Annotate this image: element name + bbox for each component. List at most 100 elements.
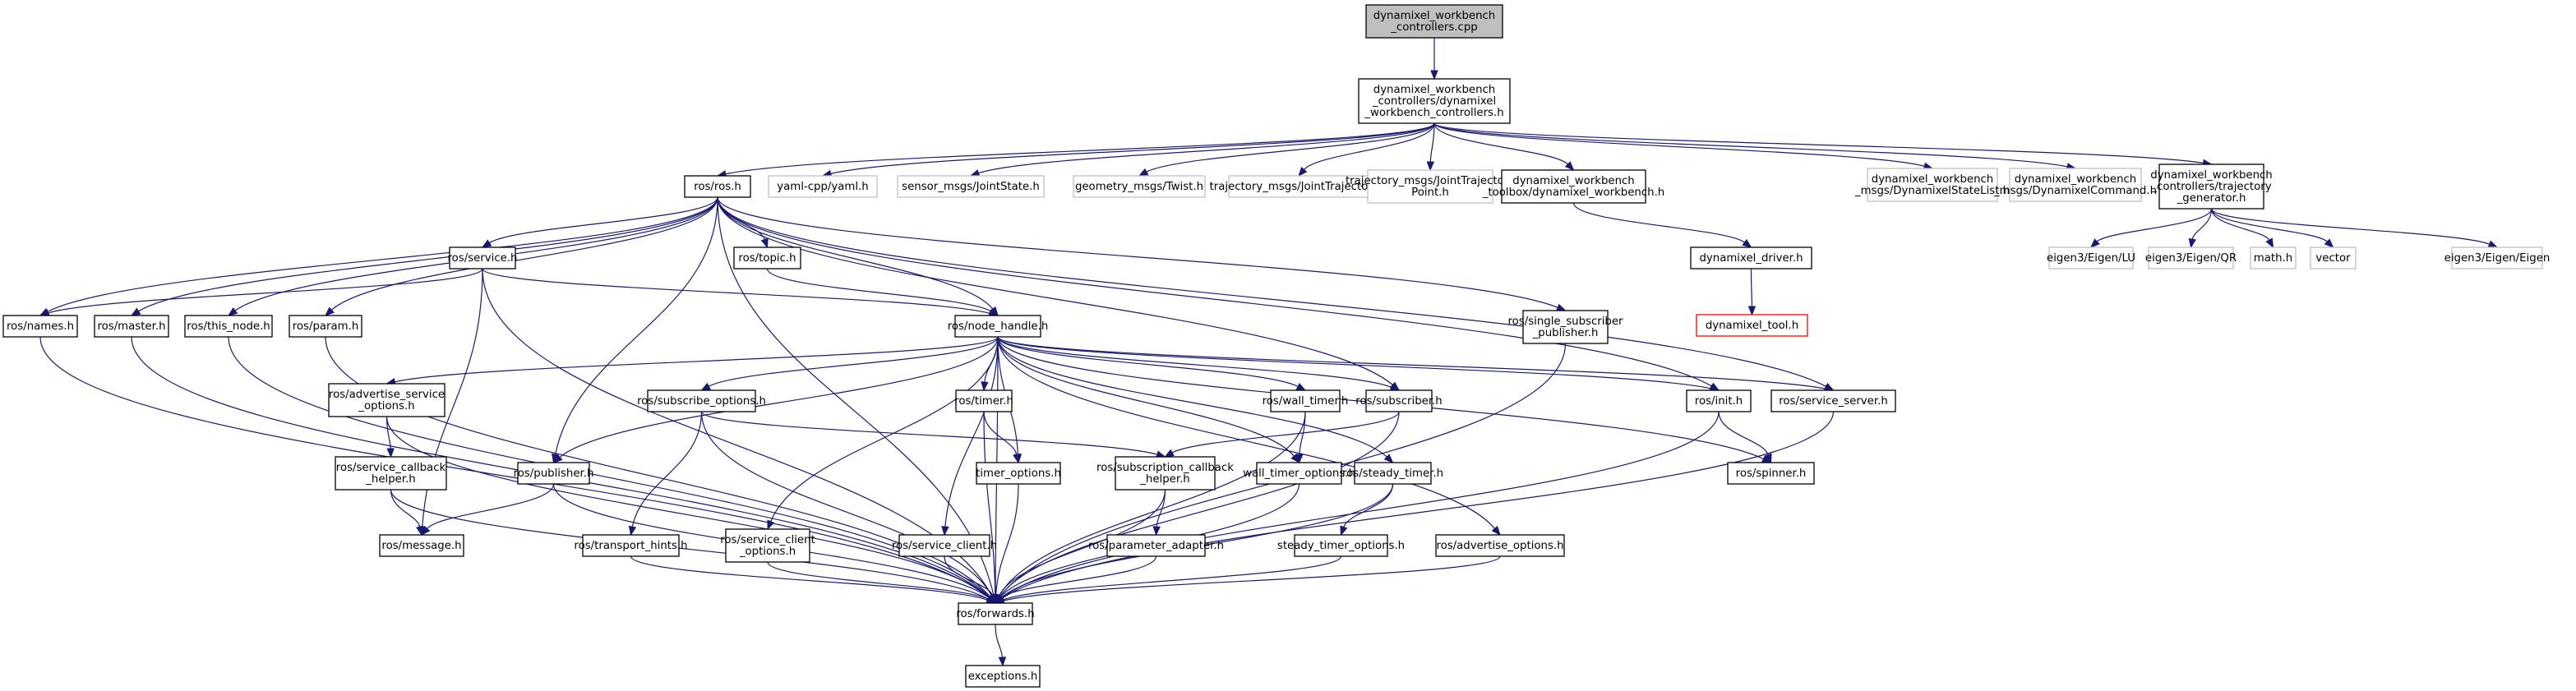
arrowhead [1491,525,1501,537]
arrowhead [1564,161,1575,171]
node-label: ros/service_callback [336,462,446,474]
arrowhead [988,307,999,316]
node-box [954,315,1041,338]
node-tool[interactable]: dynamixel_tool.h [1696,314,1808,337]
arrowhead [386,448,395,458]
node-steadyopts[interactable]: steady_timer_options.h [1277,534,1405,557]
node-box [1073,175,1206,198]
node-box [449,246,516,269]
edge-nodehandle-to-subopts [700,336,999,391]
node-driver[interactable]: dynamixel_driver.h [1690,246,1812,269]
node-box [1365,4,1503,39]
arrowhead [1138,168,1149,177]
node-box [733,246,801,269]
node-thisnode[interactable]: ros/this_node.h [184,315,273,338]
arrowhead [700,382,711,391]
node-label: ros/service_server.h [1779,395,1888,408]
node-box [1501,169,1646,204]
node-label: steady_timer_options.h [1277,540,1405,552]
node-label: dynamixel_workbench [2150,169,2272,182]
node-label: ros/publisher.h [514,468,594,480]
node-subscriber[interactable]: ros/subscriber.h [1355,389,1443,412]
edge-trajgen-to-lu [2090,208,2213,248]
node-label: timer_options.h [976,468,1061,480]
node-label: sensor_msgs/JointState.h [902,181,1040,193]
node-topic[interactable]: ros/topic.h [733,246,801,269]
node-trajgen[interactable]: dynamixel_workbench_controllers/trajecto… [2150,164,2273,210]
node-dwc_h[interactable]: dynamixel_workbench_controllers/dynamixe… [1358,78,1511,124]
node-advopts[interactable]: ros/advertise_options.h [1435,534,1565,557]
node-label: ros/node_handle.h [948,320,1049,333]
node-box [1727,462,1815,485]
edge-steadytimer-to-steadyopts [1340,483,1394,537]
node-ros_h[interactable]: ros/ros.h [684,175,751,198]
node-timeropts[interactable]: timer_options.h [976,462,1061,485]
node-transport[interactable]: ros/transport_hints.h [574,534,688,557]
edges-layer [39,38,2499,667]
arrowhead [1152,526,1161,537]
node-label: dynamixel_driver.h [1699,252,1803,265]
node-toolbox[interactable]: dynamixel_workbench_toolbox/dynamixel_wo… [1482,169,1664,204]
node-forwards[interactable]: ros/forwards.h [956,602,1035,625]
node-label: ros/subscribe_options.h [637,395,766,408]
edge-nodehandle-to-walltimer [997,336,1307,391]
node-nodehandle[interactable]: ros/node_handle.h [948,315,1049,338]
node-label: _helper.h [1139,473,1189,486]
node-ssp[interactable]: ros/single_subscriber_publisher.h [1507,310,1623,344]
node-box [1867,168,1998,202]
node-label: ros/param.h [293,320,359,333]
node-jtraj: trajectory_msgs/JointTrajectory.h [1210,175,1387,198]
node-init[interactable]: ros/init.h [1686,389,1752,412]
arrowhead [767,519,775,531]
node-sch[interactable]: ros/service_callback_helper.h [335,456,447,491]
node-master[interactable]: ros/master.h [94,315,169,338]
node-message[interactable]: ros/message.h [379,534,464,557]
node-label: _workbench_controllers.h [1364,107,1503,119]
arrowhead [1164,449,1175,458]
node-walltimeropts[interactable]: wall_timer_options.h [1243,462,1355,485]
node-math: math.h [2250,246,2297,269]
edge-subopts-to-subcb [700,411,1166,458]
node-box [725,528,810,563]
node-paramadapter[interactable]: ros/parameter_adapter.h [1088,534,1224,557]
node-timer[interactable]: ros/timer.h [954,389,1013,412]
node-label: trajectory_msgs/JointTrajectory [1346,175,1515,187]
node-param[interactable]: ros/param.h [289,315,362,338]
edge-advopts-to-forwards [994,555,1501,605]
node-subcb[interactable]: ros/subscription_callback_helper.h [1096,456,1234,491]
node-box [1256,462,1342,485]
node-box [2250,246,2297,269]
node-aso[interactable]: ros/advertise_service_options.h [328,383,445,417]
edge-sco-to-forwards [767,561,997,604]
node-steadytimer[interactable]: ros/steady_timer.h [1342,462,1443,485]
node-spinner[interactable]: ros/spinner.h [1727,462,1815,485]
node-label: ros/topic.h [738,252,796,265]
node-publisher[interactable]: ros/publisher.h [514,462,594,485]
edge-dwc_h-to-toolbox [1433,122,1575,171]
node-label: geometry_msgs/Twist.h [1075,181,1203,193]
node-label: vector [2315,252,2351,265]
node-box [2148,246,2234,269]
arrowhead [481,239,492,248]
edge-dwc_h-to-jtrajpt [1426,122,1435,172]
node-eigen: eigen3/Eigen/Eigen [2444,246,2550,269]
node-srvclient[interactable]: ros/service_client.h [892,534,997,557]
node-srvserver[interactable]: ros/service_server.h [1770,389,1896,412]
arrowhead [1764,453,1772,464]
node-sco[interactable]: ros/service_client_options.h [720,528,815,563]
node-names[interactable]: ros/names.h [2,315,78,338]
node-subopts[interactable]: ros/subscribe_options.h [637,389,766,412]
node-box [1770,389,1896,412]
edge-ros_h-to-ssp [717,196,1567,311]
node-exceptions[interactable]: exceptions.h [965,665,1041,688]
node-root[interactable]: dynamixel_workbench_controllers.cpp [1365,4,1503,39]
edge-ros_h-to-names [39,196,718,316]
nodes-layer: dynamixel_workbench_controllers.cppdynam… [2,4,2550,688]
arrowhead [1013,453,1021,464]
node-walltimer[interactable]: ros/wall_timer.h [1263,389,1349,412]
arrowhead [1295,454,1304,464]
node-label: ros/message.h [381,540,461,552]
node-service[interactable]: ros/service.h [447,246,518,269]
node-label: _msgs/DynamixelCommand.h [1993,185,2157,197]
